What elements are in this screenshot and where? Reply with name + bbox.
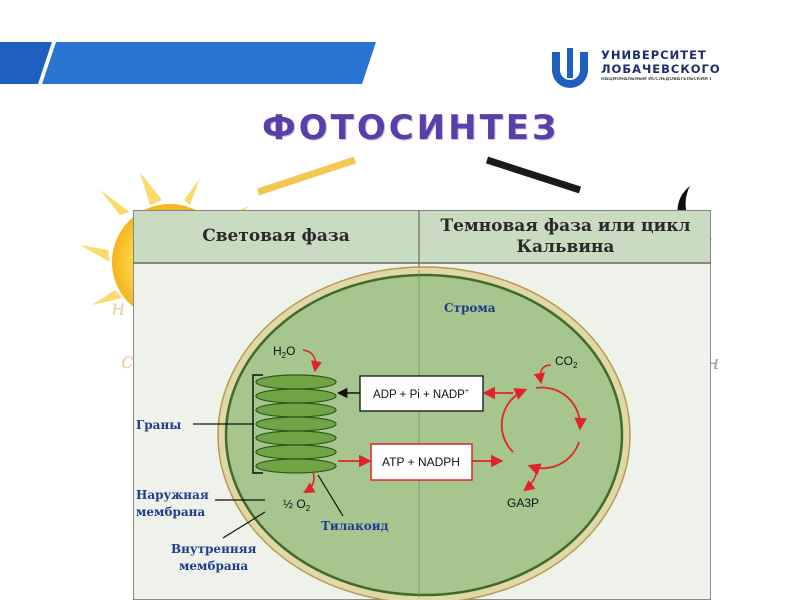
stroma-label: Строма	[444, 301, 496, 315]
ga3p-arrow	[523, 467, 539, 492]
yellow-ray-line	[256, 156, 357, 196]
ga3p-label: GA3P	[507, 496, 539, 510]
co2-arrow	[533, 364, 552, 385]
inner-membrane-label: Внутренняя	[171, 542, 257, 556]
table-header-row	[133, 210, 711, 264]
adp-label: ADP + Pi + NADP+	[373, 388, 469, 401]
thylakoid-pointer	[317, 474, 344, 517]
outer-membrane-label: мембрана	[136, 505, 205, 519]
header-dark-phase: Темновая фаза или цикл Кальвина	[440, 215, 691, 257]
header-banner	[0, 42, 376, 84]
outer-membrane-label: Наружная	[136, 488, 209, 502]
inner-membrane-pointer	[222, 511, 266, 539]
thylakoid-label: Тилакоид	[321, 519, 389, 533]
co2-label: CO2	[555, 354, 578, 370]
logo-text-line1: УНИВЕРСИТЕТ	[601, 48, 707, 62]
logo-text-line2: ЛОБАЧЕВСКОГО	[601, 62, 721, 76]
atp-box	[370, 443, 473, 481]
grana-stack	[255, 374, 337, 474]
photosynthesis-diagram: Строма H2O ADP + Pi + NADP+ ATP + NADPH …	[133, 210, 711, 600]
o2-arrow	[303, 471, 316, 494]
logo-text-line3: НАЦИОНАЛЬНЫЙ ИССЛЕДОВАТЕЛЬСКИЙ ИНСТИТУТ	[601, 77, 711, 82]
background-letter: н	[111, 296, 126, 321]
o2-label: ½ O2	[283, 497, 311, 513]
atp-label: ATP + NADPH	[382, 455, 460, 469]
page-title: ФОТОСИНТЕЗ	[262, 108, 560, 148]
grana-label: Граны	[136, 418, 181, 432]
inner-membrane-label: мембрана	[179, 559, 248, 573]
background-letter: с	[121, 349, 134, 374]
university-logo-icon	[552, 48, 588, 88]
calvin-cycle	[500, 386, 587, 476]
inner-membrane	[224, 273, 624, 597]
h2o-label: H2O	[273, 344, 295, 360]
h2o-arrow	[302, 349, 322, 373]
black-ray-line	[485, 156, 582, 194]
chloroplast	[217, 266, 631, 600]
header-light-phase: Световая фаза	[202, 226, 350, 246]
banner-stripe-left	[0, 42, 52, 84]
banner-stripe-main	[42, 42, 376, 84]
